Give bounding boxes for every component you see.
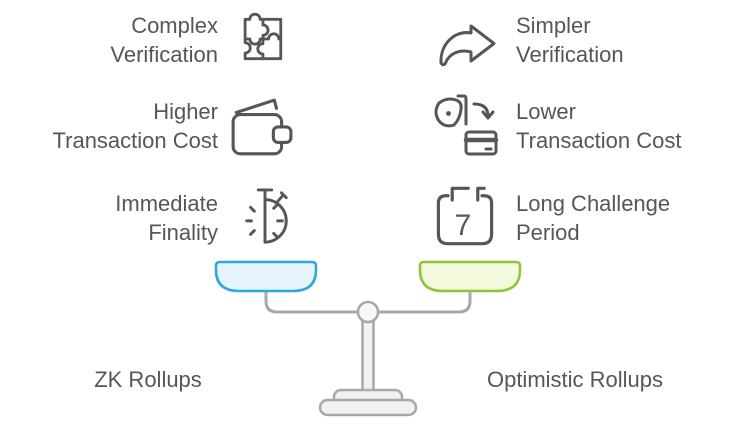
feature-line: Lower (516, 99, 576, 124)
feature-line: Transaction Cost (52, 128, 218, 153)
feature-line: Transaction Cost (516, 128, 682, 153)
scale-post (361, 319, 375, 398)
feature-complex-verification: Complex Verification (0, 11, 218, 69)
zk-rollups-label: ZK Rollups (94, 367, 202, 392)
scale-pivot (356, 300, 380, 324)
wallet-icon (229, 96, 295, 160)
feature-line: Verification (516, 42, 624, 67)
calendar-icon: 7 (430, 183, 500, 249)
stopwatch-icon (236, 183, 294, 251)
zk-scale-pan (214, 260, 318, 293)
feature-line: Simpler (516, 13, 591, 38)
feature-higher-transaction-cost: Higher Transaction Cost (0, 97, 218, 155)
feature-line: Period (516, 220, 580, 245)
feature-line: Verification (110, 42, 218, 67)
scale-base (318, 398, 418, 417)
optimistic-rollups-label: Optimistic Rollups (486, 367, 664, 392)
feature-line: Immediate (115, 191, 218, 216)
optimistic-scale-pan (418, 260, 522, 293)
feature-simpler-verification: Simpler Verification (516, 11, 726, 69)
coin-purse-card-icon (430, 94, 508, 162)
feature-immediate-finality: Immediate Finality (0, 189, 218, 247)
feature-lower-transaction-cost: Lower Transaction Cost (516, 97, 726, 155)
redo-arrow-icon (436, 22, 502, 68)
feature-line: Higher (153, 99, 218, 124)
feature-line: Complex (131, 13, 218, 38)
feature-long-challenge-period: Long Challenge Period (516, 189, 726, 247)
feature-line: Long Challenge (516, 191, 671, 216)
feature-line: Finality (148, 220, 218, 245)
puzzle-icon (231, 9, 293, 69)
calendar-day-number: 7 (455, 209, 472, 242)
